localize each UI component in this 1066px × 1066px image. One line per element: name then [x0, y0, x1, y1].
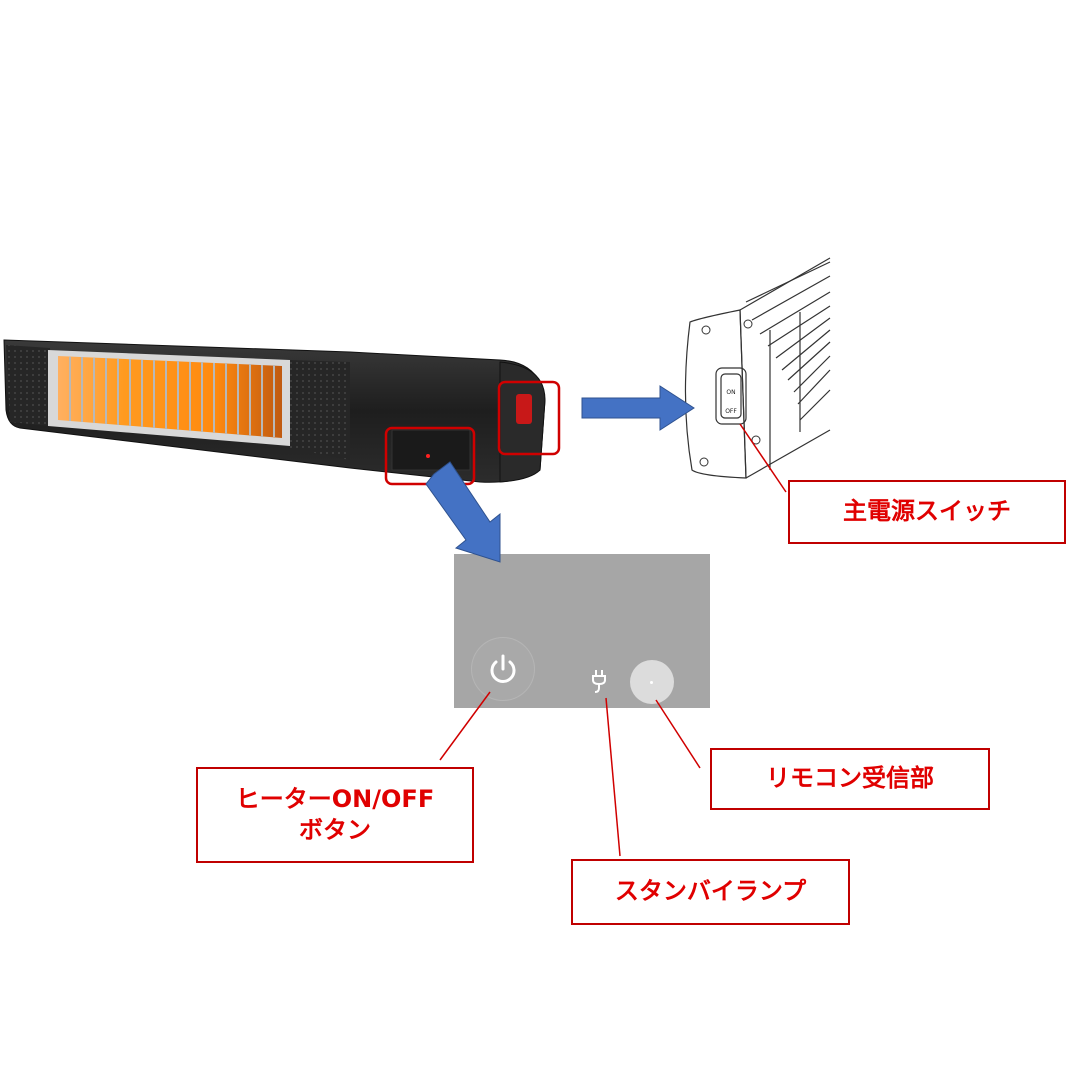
control-box-highlight	[384, 426, 476, 486]
heater-button-label-line2: ボタン	[299, 816, 371, 844]
power-icon	[490, 654, 516, 683]
main-switch-label: 主電源スイッチ	[843, 497, 1011, 526]
sensor-dot	[650, 681, 653, 684]
standby-lamp-leader	[605, 697, 621, 857]
main-switch-callout: 主電源スイッチ	[788, 480, 1066, 544]
main-switch-highlight	[497, 380, 561, 456]
remote-receiver-leader	[655, 699, 701, 769]
switch-on-label: ON	[726, 389, 735, 396]
standby-lamp-label: スタンバイランプ	[614, 877, 807, 906]
arrow-down-right-icon	[425, 461, 501, 563]
standby-lamp-callout: スタンバイランプ	[571, 859, 850, 925]
heater-power-button[interactable]	[472, 638, 534, 700]
heater-button-callout: ヒーターON/OFF ボタン	[196, 767, 474, 863]
remote-receiver-label: リモコン受信部	[766, 764, 934, 793]
remote-receiver-callout: リモコン受信部	[710, 748, 990, 810]
standby-plug-icon	[592, 670, 606, 693]
heater-button-label-line1: ヒーターON/OFF	[235, 784, 435, 813]
main-switch-leader	[739, 423, 787, 493]
switch-off-label: OFF	[725, 408, 737, 415]
arrow-right-icon	[581, 385, 695, 431]
heater-button-leader	[439, 691, 491, 761]
